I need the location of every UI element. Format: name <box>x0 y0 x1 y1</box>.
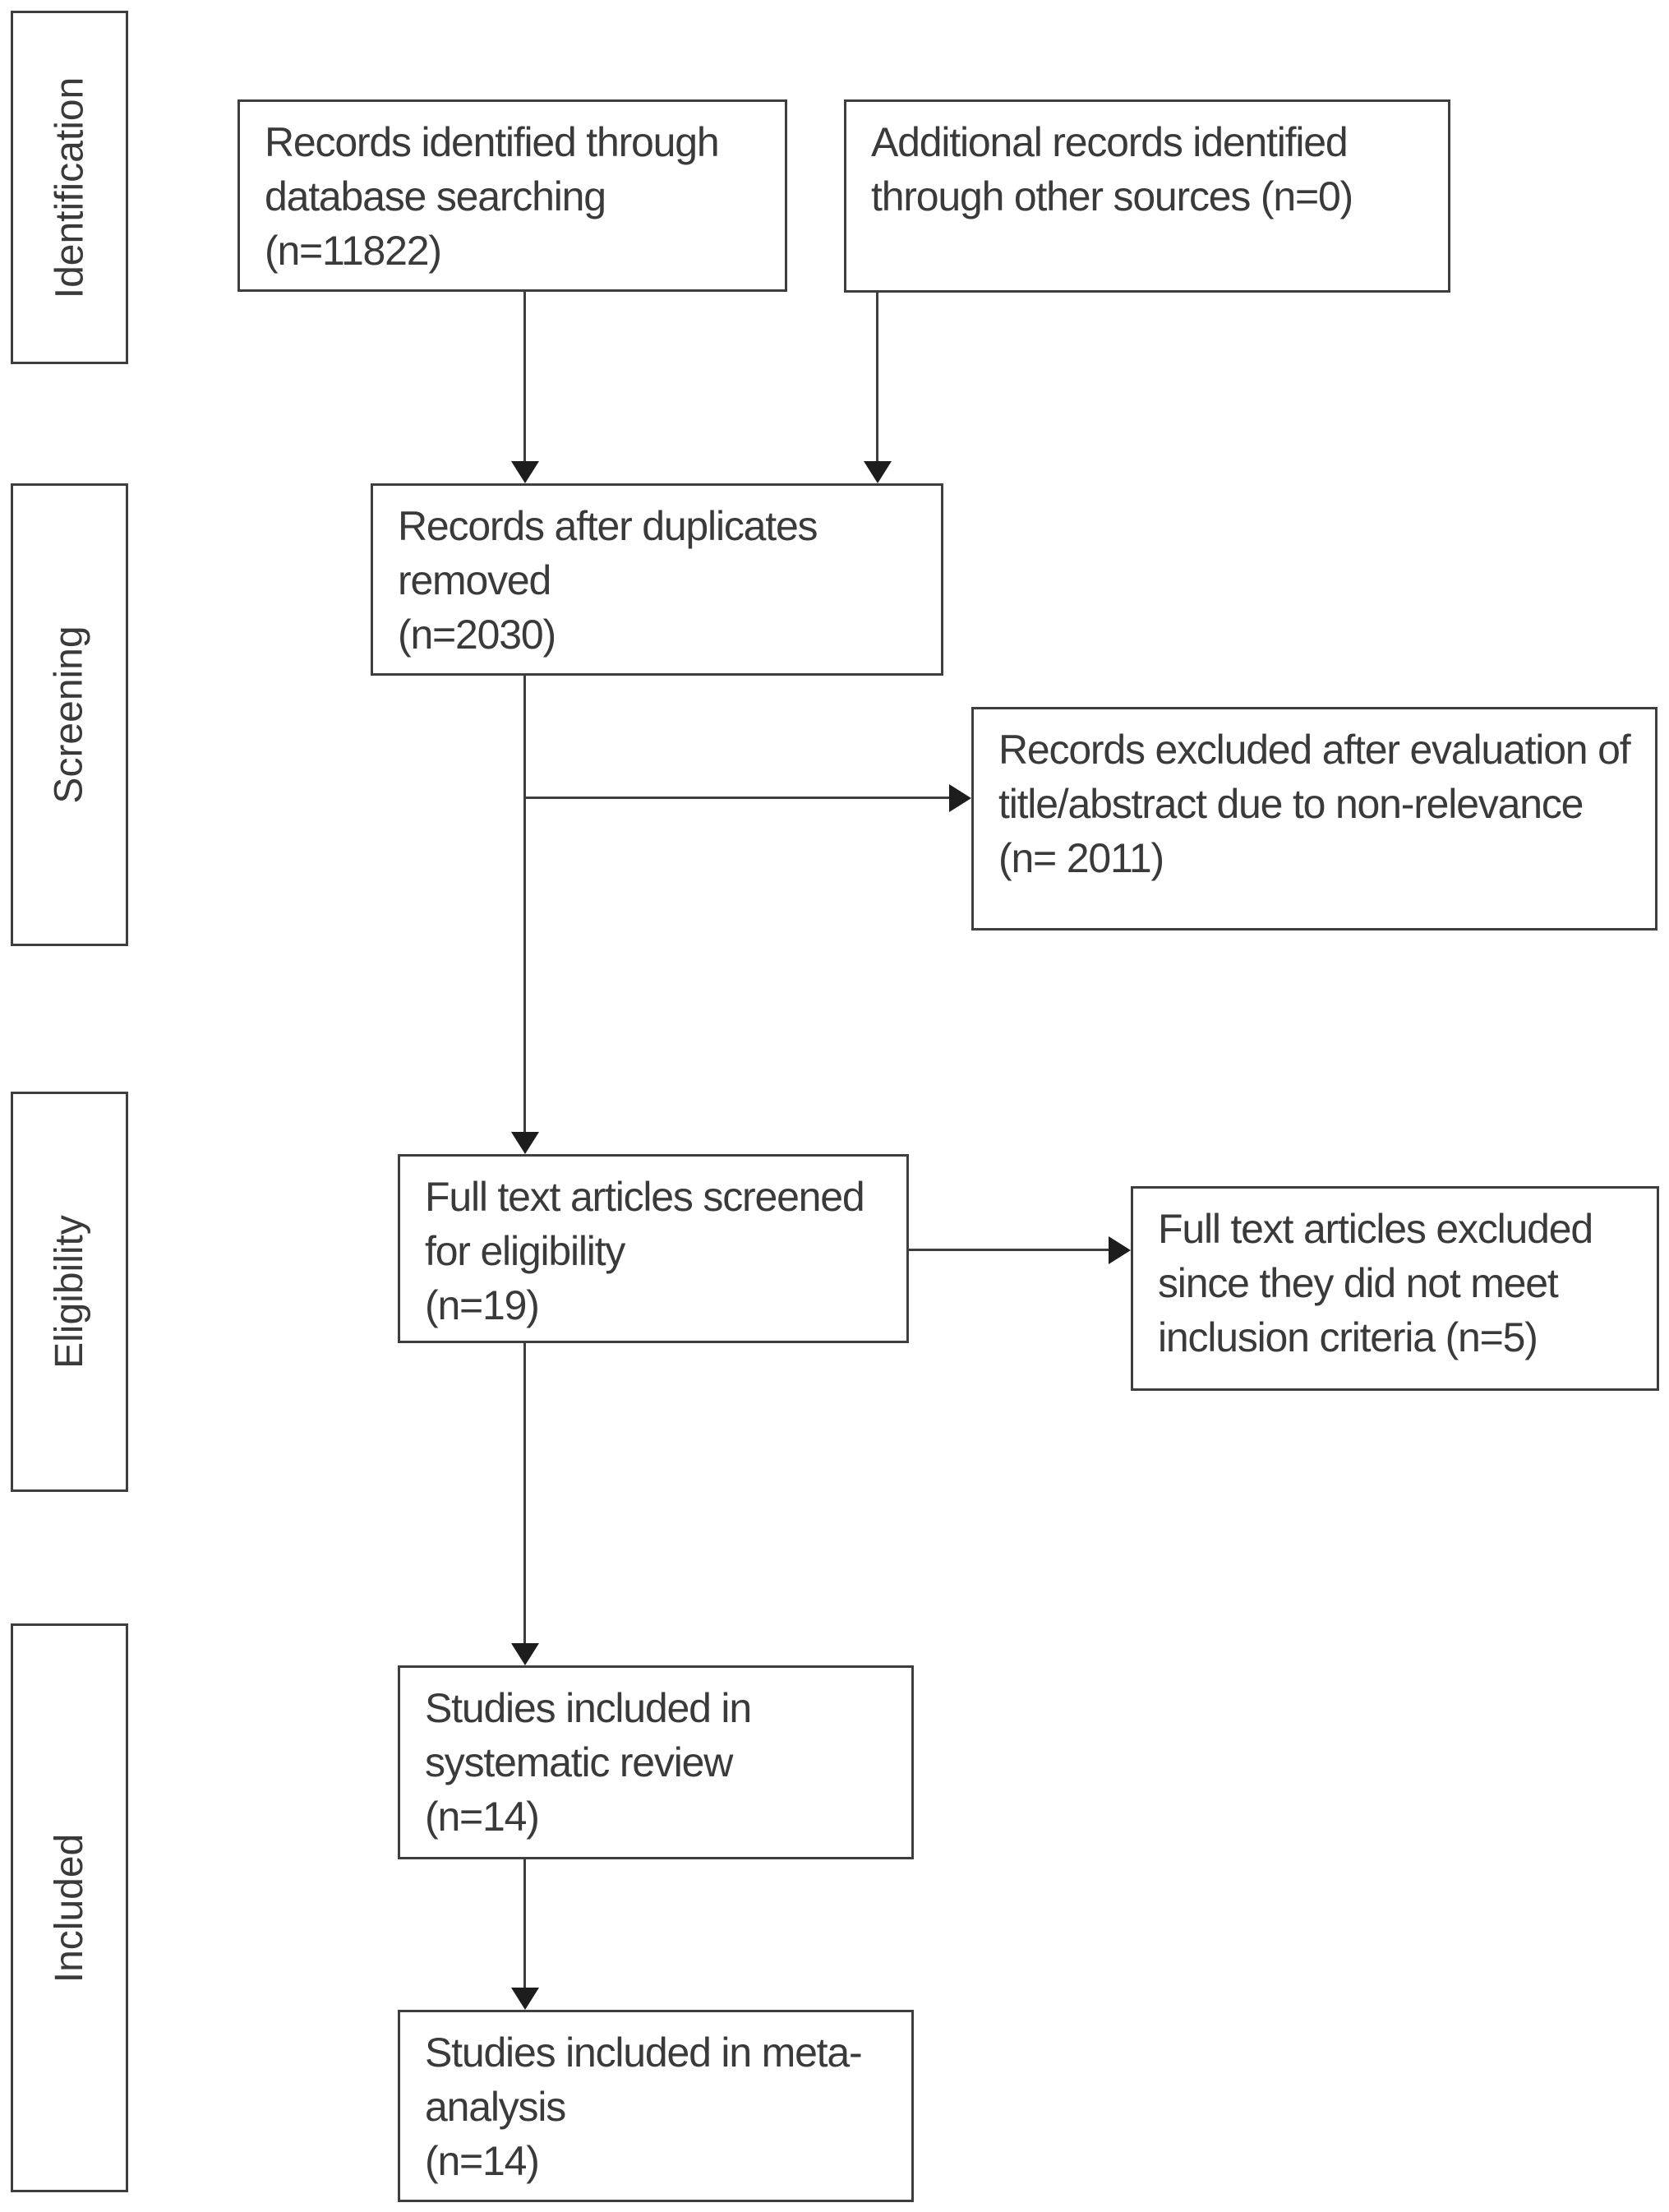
stage-box-eligibility: Eligibility <box>11 1092 128 1492</box>
stage-box-included: Included <box>11 1623 128 2192</box>
stage-label-screening: Screening <box>48 626 92 804</box>
box-fulltext-screened-text: Full text articles screened for eligibil… <box>425 1174 865 1328</box>
box-additional-records-text: Additional records identified through ot… <box>871 119 1353 219</box>
arrowhead-screened-to-excluded <box>1109 1236 1131 1264</box>
box-after-duplicates: Records after duplicates removed (n=2030… <box>371 483 943 676</box>
box-fulltext-excluded-text: Full text articles excluded since they d… <box>1158 1206 1593 1360</box>
stage-label-eligibility: Eligibility <box>48 1215 92 1369</box>
arrow-line-review-to-meta <box>523 1859 526 1988</box>
arrow-line-duplicates-to-screened <box>523 676 526 1133</box>
box-records-excluded-text: Records excluded after evaluation of tit… <box>998 727 1631 881</box>
box-records-identified-text: Records identified through database sear… <box>265 119 720 274</box>
arrowhead-review-to-meta <box>511 1988 539 2010</box>
box-fulltext-excluded: Full text articles excluded since they d… <box>1131 1186 1659 1391</box>
arrow-line-additional-to-duplicates <box>876 293 878 463</box>
box-systematic-review-text: Studies included in systematic review (n… <box>425 1685 752 1840</box>
box-additional-records: Additional records identified through ot… <box>844 99 1450 293</box>
arrowhead-screened-to-review <box>511 1643 539 1665</box>
arrow-line-screened-to-excluded <box>909 1249 1110 1251</box>
box-records-excluded: Records excluded after evaluation of tit… <box>971 707 1657 931</box>
arrowhead-duplicates-to-screened <box>511 1132 539 1154</box>
stage-label-identification: Identification <box>48 76 92 298</box>
arrow-line-identified-to-duplicates <box>523 292 526 463</box>
box-meta-analysis-text: Studies included in meta- analysis (n=14… <box>425 2030 863 2184</box>
stage-label-included: Included <box>48 1833 92 1983</box>
box-meta-analysis: Studies included in meta- analysis (n=14… <box>398 2010 914 2202</box>
arrowhead-additional-to-duplicates <box>864 461 892 483</box>
arrow-line-branch-to-excluded <box>523 797 951 799</box>
box-fulltext-screened: Full text articles screened for eligibil… <box>398 1154 909 1343</box>
box-after-duplicates-text: Records after duplicates removed (n=2030… <box>398 503 818 658</box>
arrow-line-screened-to-review <box>523 1343 526 1644</box>
arrowhead-branch-to-excluded <box>949 784 971 812</box>
arrowhead-identified-to-duplicates <box>511 461 539 483</box>
stage-box-screening: Screening <box>11 483 128 946</box>
box-records-identified: Records identified through database sear… <box>237 99 787 292</box>
box-systematic-review: Studies included in systematic review (n… <box>398 1665 914 1859</box>
stage-box-identification: Identification <box>11 11 128 364</box>
